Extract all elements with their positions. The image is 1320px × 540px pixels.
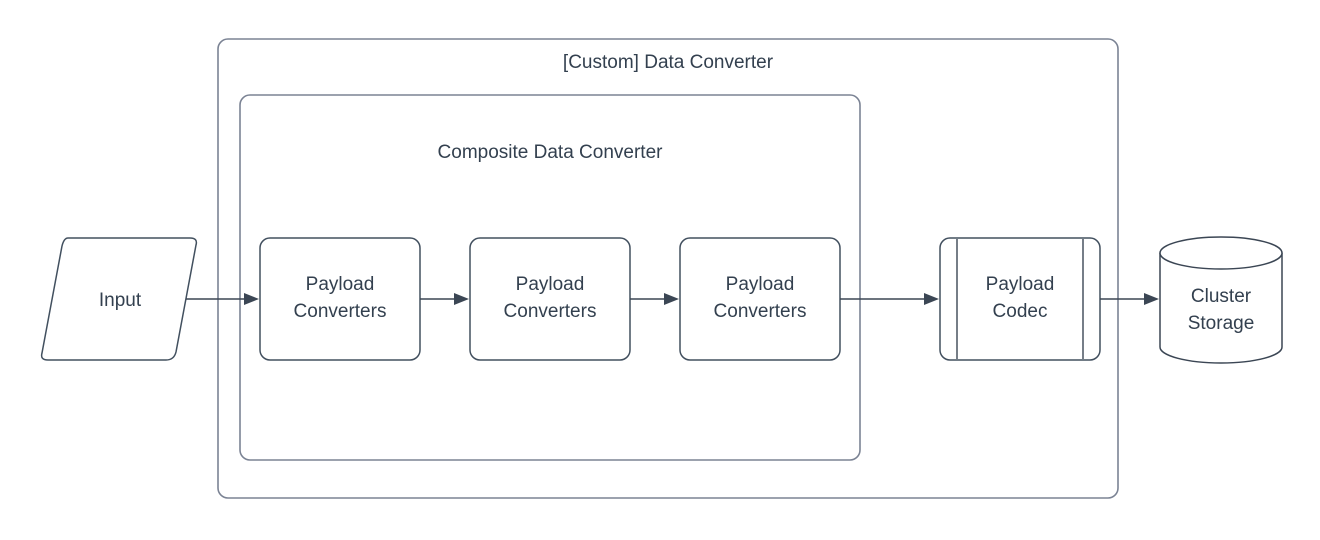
node-payload-converters-3-label-line1: Payload (726, 274, 795, 295)
edge-converter-3-to-codec[interactable] (840, 293, 939, 305)
node-payload-converters-1-label-line2: Converters (294, 301, 387, 322)
node-payload-converters-1[interactable] (259, 237, 421, 361)
node-cluster-storage-label-line2: Storage (1188, 313, 1255, 334)
node-payload-codec-label-line2: Codec (993, 301, 1048, 322)
node-cluster-storage-top-ellipse (1159, 236, 1283, 270)
node-payload-converters-2[interactable] (469, 237, 631, 361)
container-label-custom-data-converter: [Custom] Data Converter (563, 52, 774, 73)
node-input[interactable] (40, 237, 198, 361)
edge-input-to-converter-1[interactable] (186, 293, 259, 305)
node-payload-codec-body (939, 237, 1101, 361)
node-input-label: Input (99, 290, 142, 311)
node-payload-codec[interactable] (939, 237, 1101, 361)
node-cluster-storage-label-line1: Cluster (1191, 286, 1252, 307)
node-payload-converters-2-label-line1: Payload (516, 274, 585, 295)
edge-codec-to-storage[interactable] (1100, 293, 1159, 305)
node-payload-converters-2-label-line2: Converters (504, 301, 597, 322)
container-label-composite-data-converter: Composite Data Converter (438, 142, 664, 163)
edge-converter-2-to-converter-3[interactable] (630, 293, 679, 305)
node-payload-converters-3-label-line2: Converters (714, 301, 807, 322)
edge-converter-1-to-converter-2[interactable] (420, 293, 469, 305)
node-cluster-storage-body (1159, 252, 1283, 364)
node-payload-codec-label-line1: Payload (986, 274, 1055, 295)
node-payload-converters-1-label-line1: Payload (306, 274, 375, 295)
node-cluster-storage[interactable] (1159, 236, 1283, 364)
node-payload-converters-3[interactable] (679, 237, 841, 361)
